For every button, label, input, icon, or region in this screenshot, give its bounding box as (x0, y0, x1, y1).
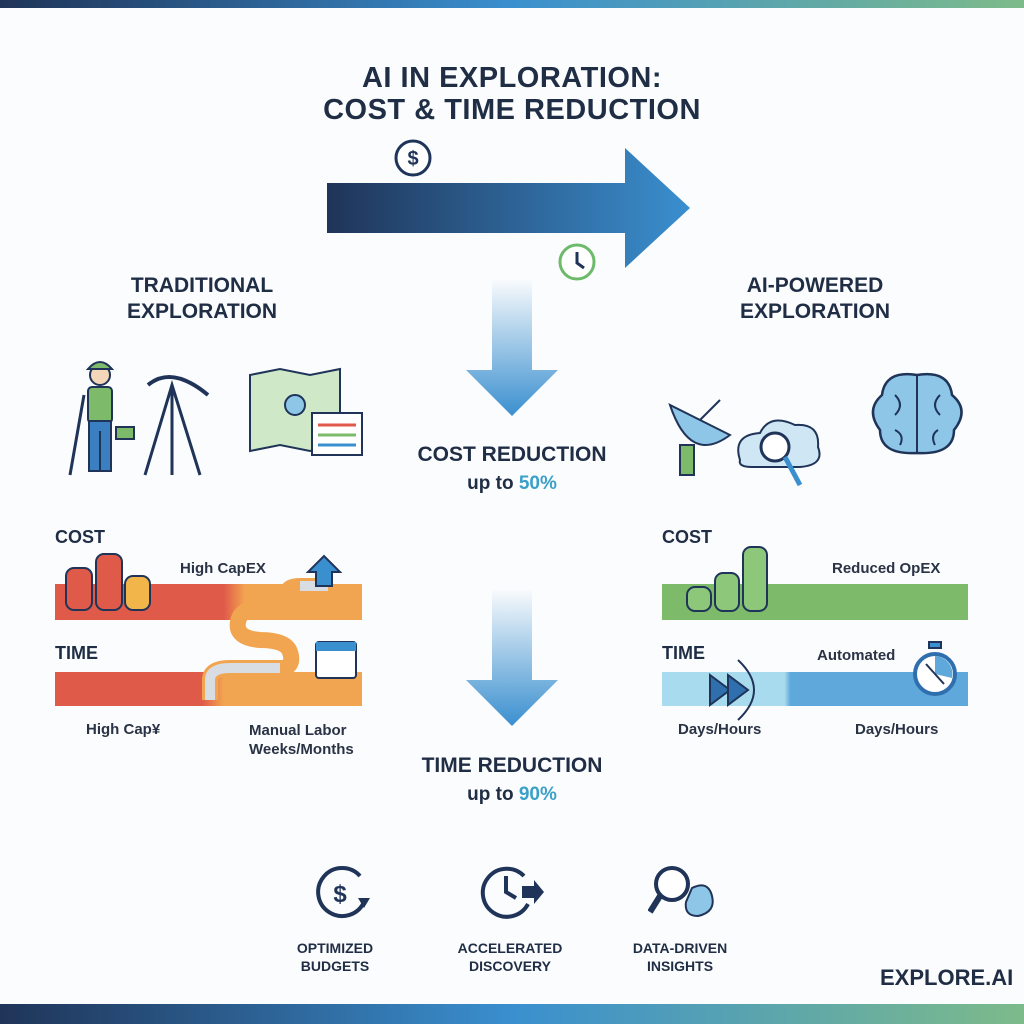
left-cost-note: High CapEX (180, 560, 266, 577)
coins-path-icons (65, 553, 357, 700)
weeks-months-label: Weeks/Months (249, 741, 354, 758)
time-down-arrow (466, 588, 558, 726)
right-time-label: TIME (662, 643, 705, 663)
stopwatch-icon (913, 641, 957, 696)
brand-logo: EXPLORE.AI (880, 965, 1014, 990)
time-reduction-title: TIME REDUCTION (421, 754, 603, 777)
optimized-budgets-icon: $ (316, 866, 370, 919)
ai-heading-line1: AI-POWERED (746, 274, 884, 297)
benefit-line1: ACCELERATED (457, 940, 563, 956)
time-prefix: up to (467, 784, 519, 805)
right-cost-note: Reduced OpEX (832, 560, 941, 577)
cost-down-arrow (466, 278, 558, 416)
main-transition-arrow (327, 148, 690, 268)
benefit-line2: DISCOVERY (469, 958, 551, 974)
cost-reduction-value: 50% (518, 473, 557, 494)
right-days-hours-right: Days/Hours (855, 721, 939, 738)
page-title: AI IN EXPLORATION: COST & TIME REDUCTION (0, 62, 1024, 126)
left-cost-label: COST (55, 527, 106, 547)
geologist-with-pickaxe-icon (68, 361, 210, 476)
benefit-line1: OPTIMIZED (296, 940, 374, 956)
right-cost-label: COST (662, 527, 713, 547)
svg-text:$: $ (333, 881, 347, 908)
time-reduction-value: 90% (518, 784, 557, 805)
coin-stacks-icon (65, 553, 151, 611)
cost-reduction: COST REDUCTION up to 50% (362, 443, 662, 495)
benefit-line2: INSIGHTS (646, 958, 714, 974)
map-documents-icon (249, 367, 363, 456)
title-line-1: AI IN EXPLORATION: (361, 62, 663, 94)
traditional-heading-line1: TRADITIONAL (130, 274, 274, 297)
benefit-line1: DATA-DRIVEN (632, 940, 728, 956)
dollar-icon: $ (394, 139, 432, 177)
benefit-line2: BUDGETS (300, 958, 370, 974)
bottom-accent-bar (0, 1004, 1024, 1024)
satellite-cloud-search-icon (668, 399, 821, 487)
benefit-data-driven-insights: DATA-DRIVEN INSIGHTS (610, 939, 750, 975)
automated-label: Automated (817, 647, 896, 664)
accelerated-discovery-icon (480, 866, 544, 919)
right-cost-bar (662, 584, 968, 620)
left-time-label: TIME (55, 643, 98, 663)
benefit-optimized-budgets: OPTIMIZED BUDGETS (265, 939, 405, 975)
svg-text:$: $ (407, 148, 418, 170)
clock-icon (558, 243, 596, 281)
ai-heading: AI-POWERED EXPLORATION (685, 273, 945, 325)
fast-forward-icon (709, 659, 755, 721)
cost-prefix: up to (467, 473, 519, 494)
traditional-heading: TRADITIONAL EXPLORATION (72, 273, 332, 325)
top-accent-bar (0, 0, 1024, 8)
left-bottom-left-label: High Cap¥ (86, 721, 161, 738)
title-line-2: COST & TIME REDUCTION (323, 94, 701, 126)
time-reduction: TIME REDUCTION up to 90% (362, 754, 662, 806)
data-driven-insights-icon (648, 866, 714, 918)
right-days-hours-left: Days/Hours (678, 721, 762, 738)
benefit-accelerated-discovery: ACCELERATED DISCOVERY (440, 939, 580, 975)
ai-heading-line2: EXPLORATION (739, 300, 891, 323)
manual-labor-label: Manual Labor (249, 722, 347, 739)
cost-reduction-title: COST REDUCTION (417, 443, 607, 466)
traditional-heading-line2: EXPLORATION (126, 300, 278, 323)
green-coins-icon (686, 546, 768, 612)
ai-brain-icon (871, 372, 963, 455)
